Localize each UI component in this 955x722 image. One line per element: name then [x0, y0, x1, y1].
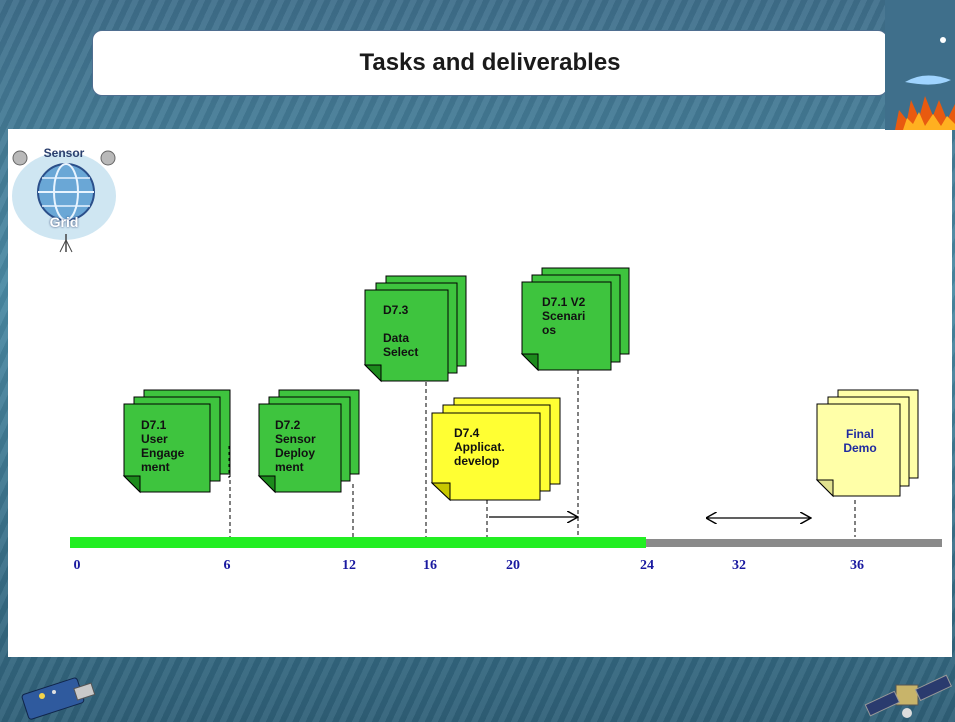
timeline-bar-grey: [646, 539, 942, 547]
tick-label: 32: [732, 558, 746, 573]
tick-label: 20: [506, 558, 520, 573]
card-label-d71: D7.1 User Engage ment: [141, 418, 185, 474]
tick-label: 36: [850, 558, 864, 573]
card-label-d72: D7.2 Sensor Deploy ment: [275, 418, 316, 474]
tick-label: 16: [423, 558, 437, 573]
slide-title: Tasks and deliverables: [92, 30, 888, 96]
deliverable-card-d73: [363, 275, 467, 383]
tick-label: 12: [342, 558, 356, 573]
card-label-d73: D7.3 Data Select: [383, 303, 419, 359]
card-label-d71v2: D7.1 V2 Scenari os: [542, 295, 586, 337]
deliverable-card-d71: [122, 389, 231, 494]
satellite-icon: [864, 674, 953, 718]
tick-label: 0: [73, 558, 81, 573]
corner-decoration-icon: [885, 0, 955, 130]
card-label-d74: D7.4 Applicat. develop: [454, 426, 505, 468]
tick-label: 24: [640, 558, 654, 573]
logo-text-grid: Grid: [49, 214, 79, 230]
timeline-bar-green: [70, 537, 646, 548]
globe-icon: [12, 150, 116, 253]
deliverable-card-d72: [257, 389, 360, 494]
sensorgrid-logo: Sensor Grid: [8, 136, 120, 254]
deliverable-card-d74: [430, 397, 561, 502]
logo-text-sensor: Sensor: [43, 146, 85, 160]
tick-label: 6: [223, 558, 231, 573]
deliverable-card-final-demo: [815, 389, 919, 498]
deliverable-card-d71v2: [520, 267, 630, 372]
sensor-board-icon: [21, 677, 96, 720]
card-label-final-demo: Final Demo: [843, 427, 877, 455]
